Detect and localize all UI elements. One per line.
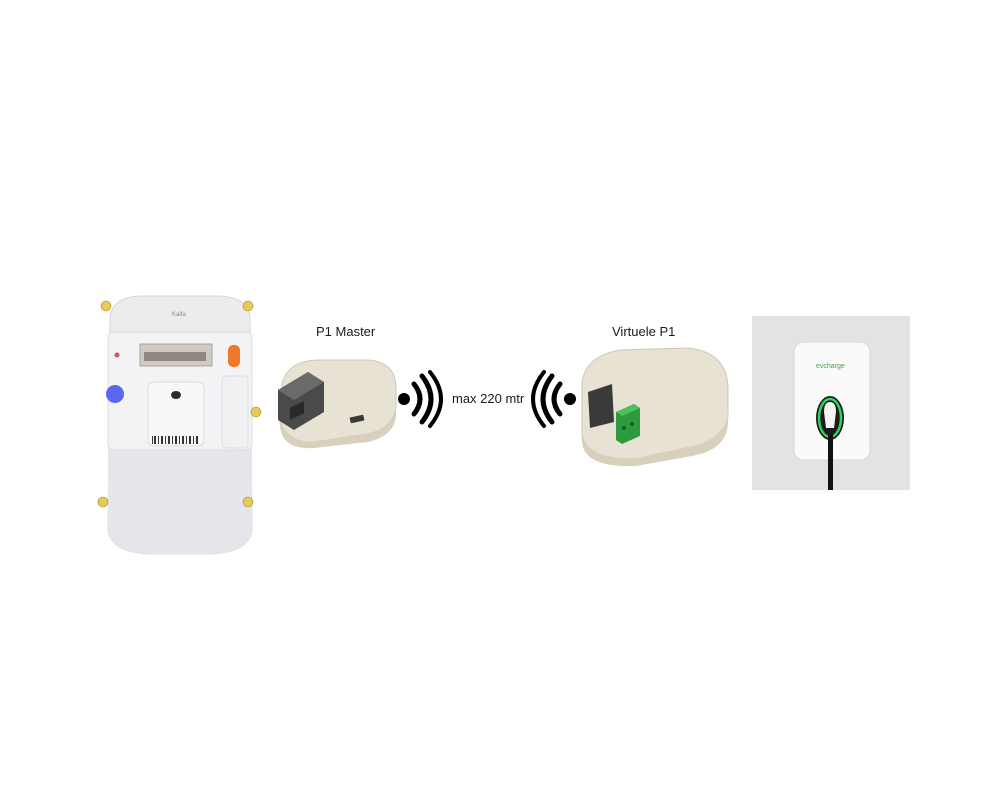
range-label: max 220 mtr (452, 391, 525, 406)
ev-charger-drawing: evcharge (793, 341, 871, 490)
virtuele-p1-label: Virtuele P1 (612, 324, 676, 339)
wireless-signal-left-icon (531, 370, 576, 428)
ev-charger-image: evcharge (752, 316, 910, 490)
virtuele-p1-device-image (581, 347, 729, 467)
p1-master-device-image (278, 359, 397, 449)
wireless-signal-right-icon (398, 370, 443, 428)
meter-brand: Kaifa (172, 312, 186, 318)
smart-meter-image: Kaifa (97, 295, 262, 555)
p1-master-label: P1 Master (316, 324, 376, 339)
charger-brand: evcharge (816, 363, 845, 370)
